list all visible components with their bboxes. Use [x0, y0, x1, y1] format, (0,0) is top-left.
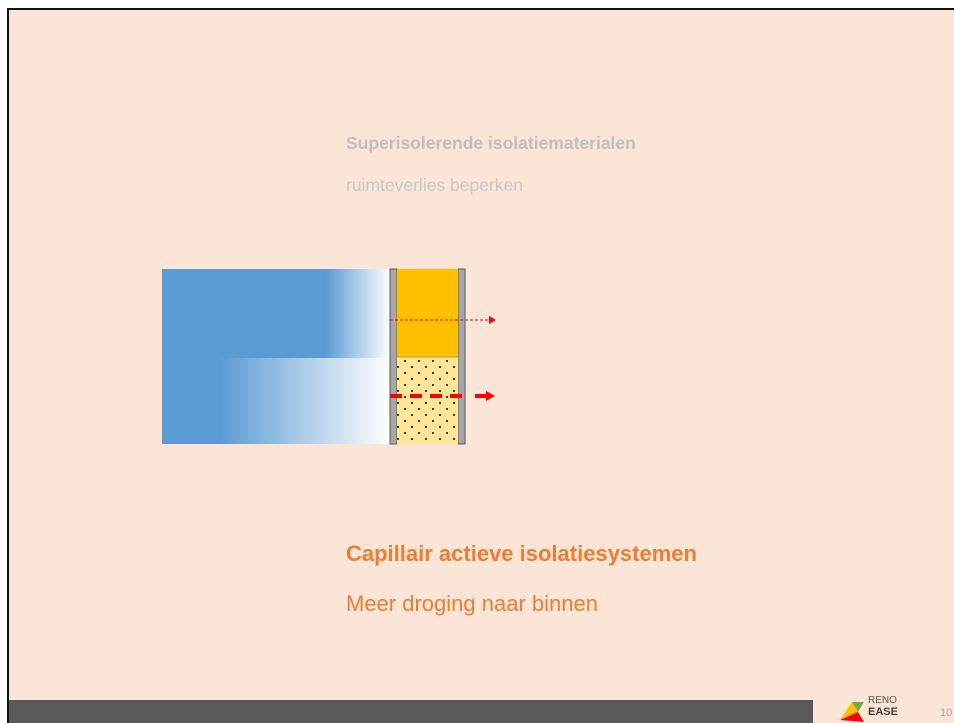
superinsulation-title: Superisolerende isolatiematerialen [346, 133, 636, 153]
wall-insulation-diagram [162, 268, 496, 445]
moisture-arrowhead-thick [486, 391, 495, 401]
wall-bottom-gradient [162, 358, 390, 444]
renoease-logo-icon [840, 702, 864, 722]
logo-text-ease: EASE [868, 706, 898, 718]
capillary-active-title: Capillair actieve isolatiesystemen [346, 541, 697, 566]
superinsulation-layer [397, 269, 458, 357]
inner-board-left [389, 268, 398, 445]
capillary-active-subtitle: Meer droging naar binnen [346, 591, 598, 616]
footer-bar [9, 700, 813, 723]
wall-top-gradient [162, 269, 390, 358]
logo-text-reno: RENO [868, 695, 897, 706]
slide: Superisolerende isolatiematerialen ruimt… [7, 8, 954, 723]
superinsulation-subtitle: ruimteverlies beperken [346, 175, 524, 195]
moisture-arrowhead-thin [489, 316, 496, 324]
capillary-active-dots [397, 357, 458, 444]
inner-board-right [457, 268, 466, 445]
page-number: 10 [940, 707, 953, 719]
